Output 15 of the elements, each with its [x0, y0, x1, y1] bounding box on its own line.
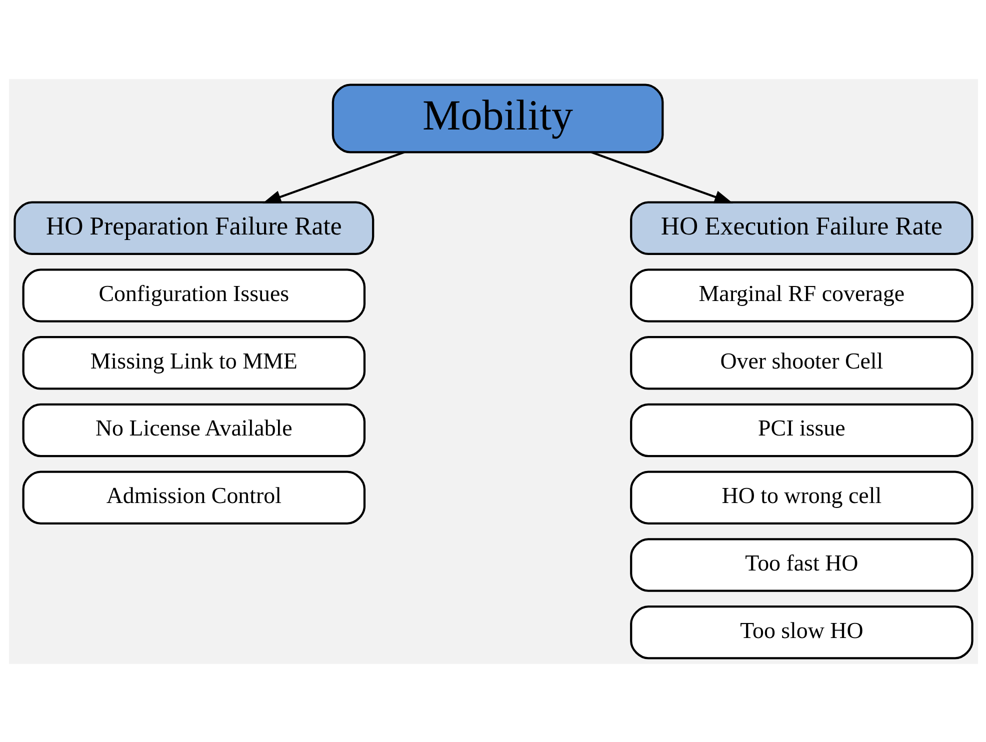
node-box: Admission Control: [22, 470, 366, 524]
node-box: No License Available: [22, 402, 366, 457]
node-box: Over shooter Cell: [630, 336, 973, 390]
node-box: Configuration Issues: [22, 268, 366, 322]
arrow: [590, 150, 733, 203]
node-box: Too fast HO: [630, 538, 973, 592]
node-box: Mobility: [331, 83, 664, 153]
node-box: HO to wrong cell: [630, 470, 973, 524]
arrow: [262, 150, 404, 203]
node-box: HO Preparation Failure Rate: [13, 200, 374, 255]
node-box: PCI issue: [630, 402, 973, 457]
node-box: Too slow HO: [630, 605, 973, 659]
node-box: Missing Link to MME: [22, 336, 366, 390]
node-box: Marginal RF coverage: [630, 268, 973, 322]
node-box: HO Execution Failure Rate: [630, 200, 973, 255]
